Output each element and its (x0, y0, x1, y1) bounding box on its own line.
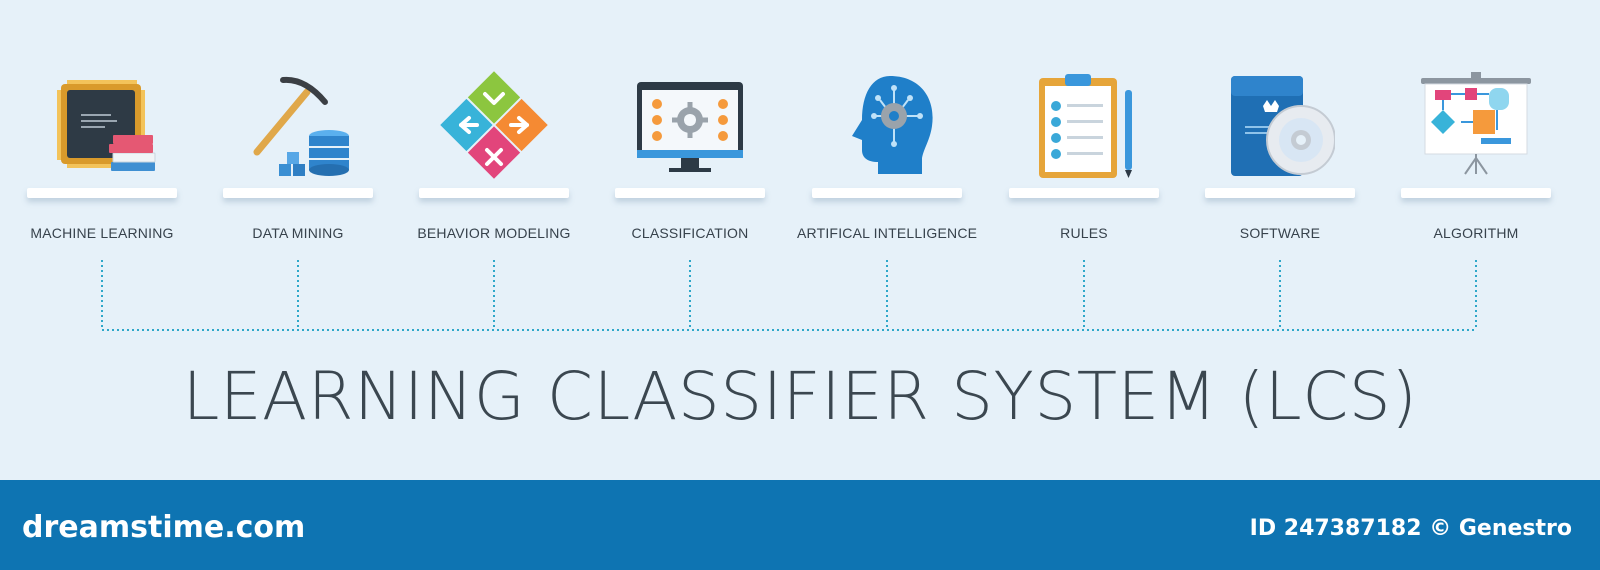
flowchart-board-icon (1386, 60, 1566, 195)
item-data-mining: DATA MINING (208, 60, 388, 250)
item-software: SOFTWARE (1190, 60, 1370, 250)
item-label: BEHAVIOR MODELING (417, 225, 571, 241)
shelf (419, 188, 569, 198)
footer-brand: dreamstime.com (22, 510, 306, 545)
item-label: RULES (1060, 225, 1108, 241)
page-title: LEARNING CLASSIFIER SYSTEM (LCS) (182, 358, 1418, 435)
head-gear-icon (797, 60, 977, 195)
clipboard-checklist-icon (994, 60, 1174, 195)
shelf (1009, 188, 1159, 198)
item-rules: RULES (994, 60, 1174, 250)
item-label: CLASSIFICATION (631, 225, 749, 241)
shelf (1401, 188, 1551, 198)
infographic-banner: MACHINE LEARNING DATA MINING (12, 60, 1566, 435)
monitor-gear-icon (600, 60, 780, 195)
chip-books-icon (12, 60, 192, 195)
shelf (27, 188, 177, 198)
footer-image-id: ID 247387182 © Genestro (1249, 516, 1572, 541)
shelf (615, 188, 765, 198)
shelf (223, 188, 373, 198)
pickaxe-database-icon (208, 60, 388, 195)
item-label: SOFTWARE (1239, 225, 1321, 241)
item-machine-learning: MACHINE LEARNING (12, 60, 192, 250)
shelf (1205, 188, 1355, 198)
item-behavior-modeling: BEHAVIOR MODELING (404, 60, 584, 250)
item-classification: CLASSIFICATION (600, 60, 780, 250)
shelf (812, 188, 962, 198)
item-label: ARTIFICAL INTELLIGENCE (797, 225, 978, 241)
puzzle-arrows-icon (404, 60, 584, 195)
item-algorithm: ALGORITHM (1386, 60, 1566, 250)
item-label: ALGORITHM (1433, 225, 1519, 241)
item-artificial-intelligence: ARTIFICAL INTELLIGENCE (797, 60, 977, 250)
box-disc-icon (1190, 60, 1370, 195)
footer-bar: dreamstime.com ID 247387182 © Genestro (0, 480, 1600, 570)
item-label: MACHINE LEARNING (30, 225, 174, 241)
item-label: DATA MINING (252, 225, 344, 241)
